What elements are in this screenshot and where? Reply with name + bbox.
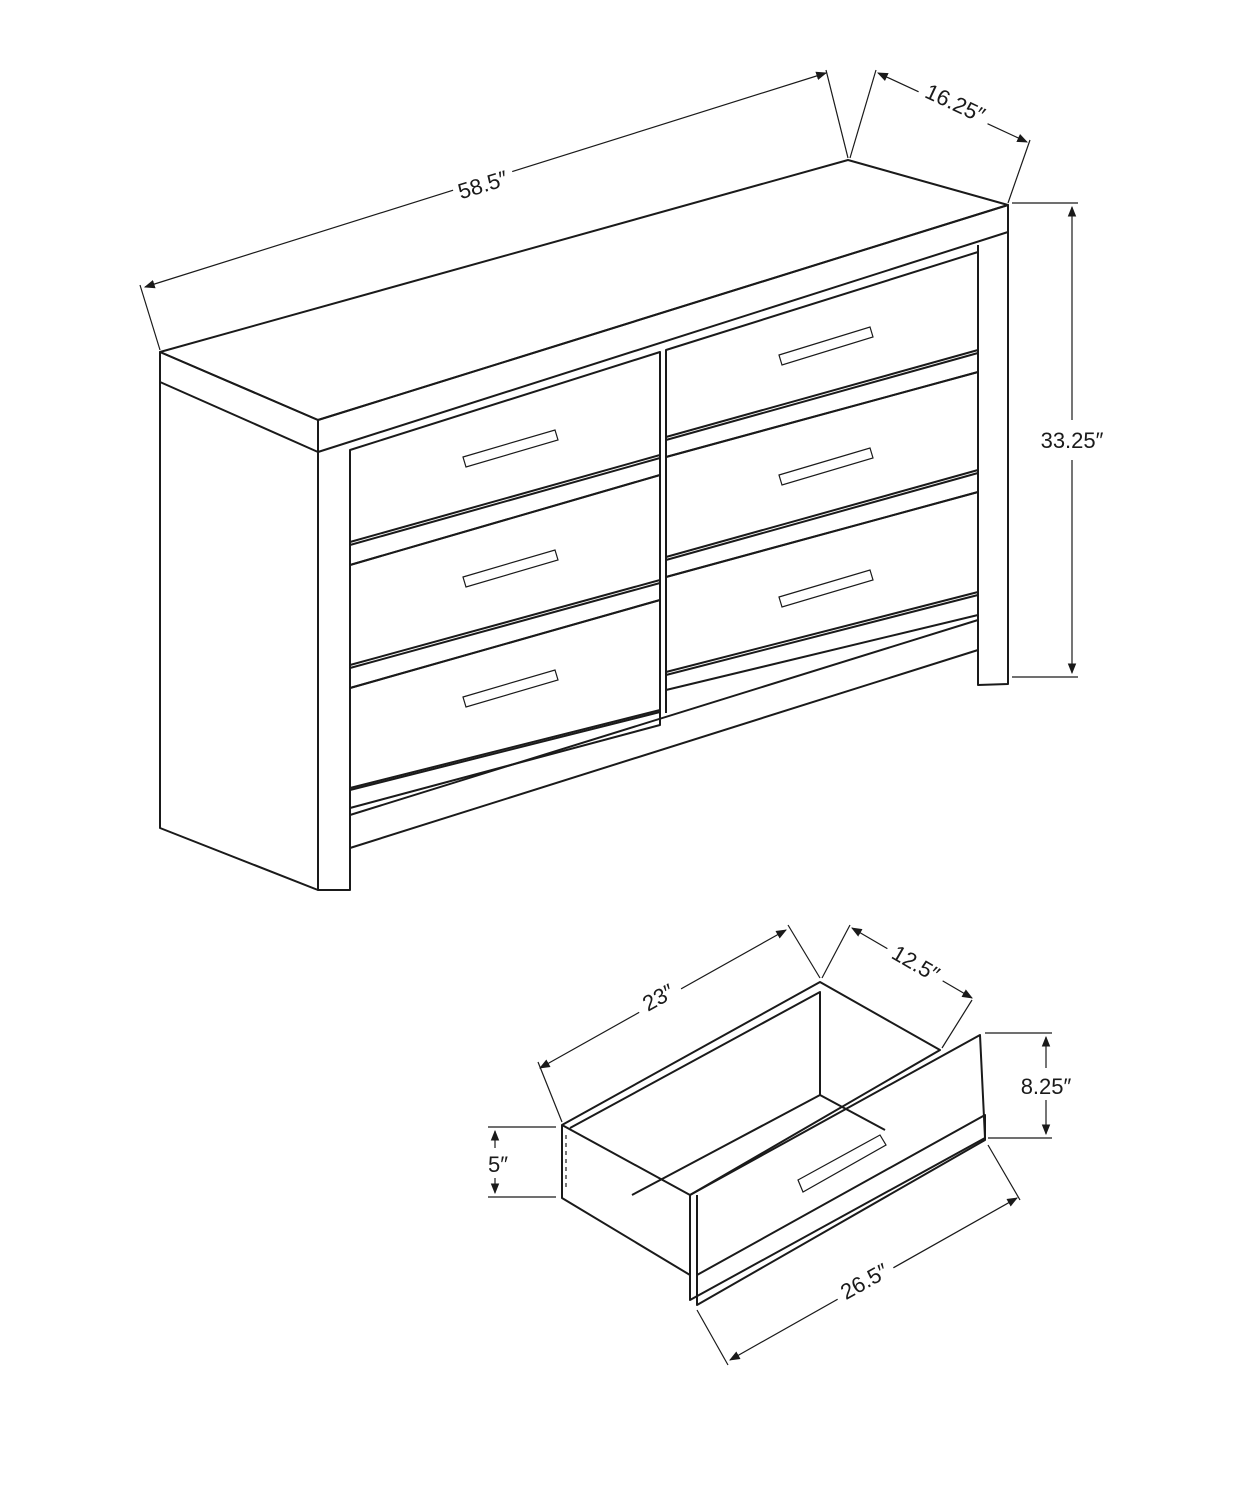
drawer-front-height-label: 8.25″ [1021,1074,1072,1099]
drawer-front-left-top[interactable] [349,351,661,543]
dresser-dimensions [139,69,1112,678]
drawer-dimensions [478,924,1085,1366]
drawer-side-height-label: 5″ [488,1152,508,1177]
drawer-drawing [561,981,986,1306]
drawer-front-left-bottom[interactable] [349,582,661,809]
drawer-front-right-bottom[interactable] [665,472,979,691]
drawer-front-right-middle[interactable] [665,352,979,558]
drawer-front-left-middle[interactable] [349,457,661,666]
dresser-height-label: 33.25″ [1041,428,1104,453]
drawer-handles [462,326,874,708]
dresser-drawing [159,159,1009,891]
drawer-front-right-top[interactable] [665,251,979,438]
dresser-depth-label: 16.25″ [921,79,989,128]
